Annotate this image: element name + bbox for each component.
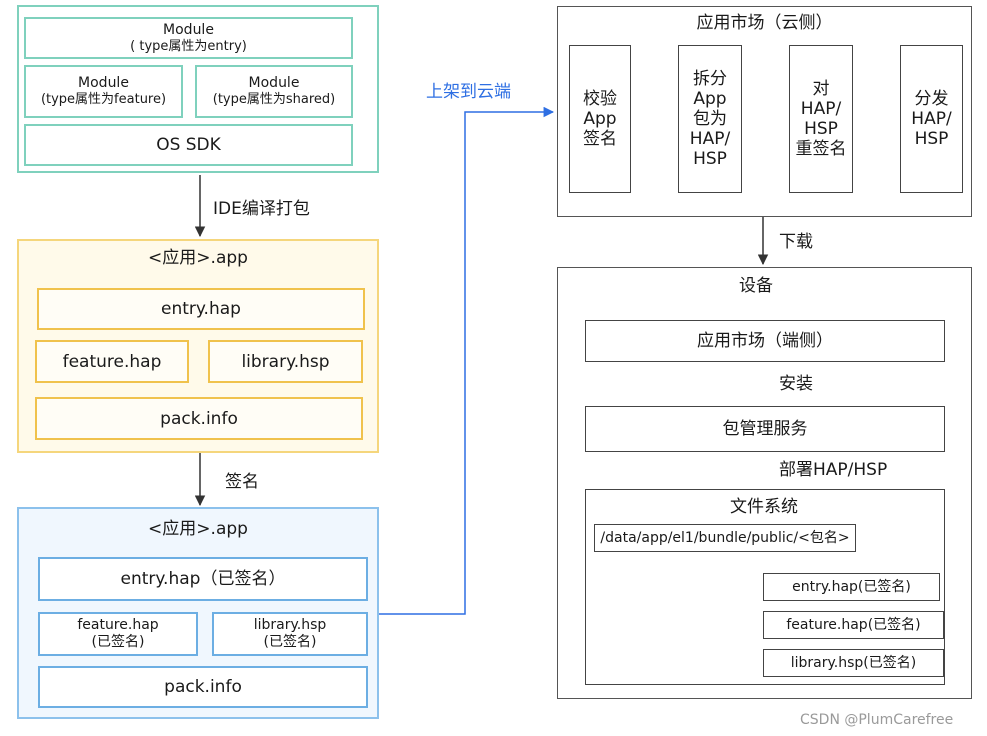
- module-feature-subtitle: (type属性为feature): [40, 92, 167, 107]
- watermark: CSDN @PlumCarefree: [800, 712, 954, 728]
- cloud-step-verify-line: 签名: [583, 129, 617, 149]
- cloud-step-resign: 对 HAP/ HSP 重签名: [789, 45, 853, 193]
- unsigned-entry-hap-label: entry.hap: [161, 299, 241, 319]
- signed-pack-info-box: pack.info: [38, 666, 368, 708]
- cloud-step-resign-line: HSP: [804, 119, 838, 139]
- device-market-box: 应用市场（端侧）: [585, 320, 945, 362]
- unsigned-pack-info-label: pack.info: [160, 408, 238, 429]
- signed-feature-hap-name: feature.hap: [77, 617, 159, 633]
- cloud-step-distribute-line: HAP/: [911, 109, 952, 129]
- signed-entry-hap-box: entry.hap（已签名）: [38, 557, 368, 601]
- cloud-step-distribute-line: HSP: [914, 129, 949, 149]
- publish-arrow: [378, 106, 555, 615]
- module-entry-subtitle: ( type属性为entry): [130, 38, 247, 54]
- compile-step-label: IDE编译打包: [213, 199, 310, 219]
- unsigned-feature-hap-label: feature.hap: [62, 351, 162, 372]
- signed-app-title: <应用>.app: [148, 519, 248, 539]
- file-library-hsp-label: library.hsp(已签名): [790, 654, 917, 671]
- bundle-path-box: /data/app/el1/bundle/public/<包名>: [594, 524, 856, 552]
- cloud-step-split: 拆分 App 包为 HAP/ HSP: [678, 45, 742, 193]
- cloud-step-split-line: 包为: [693, 109, 727, 129]
- sign-step-label: 签名: [225, 472, 259, 492]
- module-feature-box: Module (type属性为feature): [24, 65, 183, 118]
- module-shared-subtitle: (type属性为shared): [212, 92, 336, 107]
- module-entry-box: Module ( type属性为entry): [24, 17, 353, 59]
- unsigned-library-hsp-label: library.hsp: [241, 351, 330, 372]
- cloud-step-split-line: HAP/: [689, 129, 731, 149]
- module-entry-title: Module: [163, 21, 214, 38]
- cloud-step-verify-line: 校验: [583, 89, 617, 109]
- publish-step-label: 上架到云端: [426, 82, 511, 102]
- cloud-step-verify-line: App: [583, 109, 617, 129]
- download-step-label: 下载: [779, 232, 813, 252]
- cloud-market-title: 应用市场（云侧）: [696, 13, 833, 33]
- device-market-label: 应用市场（端侧）: [697, 331, 833, 351]
- device-title: 设备: [739, 276, 773, 296]
- cloud-step-resign-line: 对: [812, 79, 830, 99]
- cloud-step-distribute: 分发 HAP/ HSP: [900, 45, 963, 193]
- unsigned-app-title: <应用>.app: [148, 248, 248, 268]
- os-sdk-box: OS SDK: [24, 124, 353, 166]
- file-entry-hap-label: entry.hap(已签名): [792, 578, 911, 595]
- os-sdk-label: OS SDK: [156, 135, 221, 155]
- signed-feature-hap-note: (已签名): [91, 634, 145, 650]
- module-feature-title: Module: [78, 75, 129, 91]
- cloud-step-split-line: 拆分: [693, 69, 727, 89]
- install-step-label: 安装: [779, 374, 813, 394]
- unsigned-pack-info-box: pack.info: [35, 397, 363, 440]
- cloud-step-split-line: App: [693, 89, 727, 109]
- cloud-step-split-line: HSP: [693, 149, 727, 169]
- cloud-step-distribute-line: 分发: [914, 89, 949, 109]
- file-feature-hap: feature.hap(已签名): [763, 611, 944, 639]
- signed-library-hsp-name: library.hsp: [253, 617, 327, 633]
- unsigned-feature-hap-box: feature.hap: [35, 340, 189, 383]
- file-library-hsp: library.hsp(已签名): [763, 649, 944, 677]
- signed-pack-info-label: pack.info: [164, 677, 242, 697]
- file-system-title: 文件系统: [730, 497, 798, 517]
- bundle-path-label: /data/app/el1/bundle/public/<包名>: [600, 529, 850, 546]
- module-shared-title: Module: [248, 75, 300, 91]
- file-feature-hap-label: feature.hap(已签名): [786, 616, 921, 633]
- module-shared-box: Module (type属性为shared): [195, 65, 353, 118]
- unsigned-entry-hap-box: entry.hap: [37, 288, 365, 330]
- signed-feature-hap-box: feature.hap (已签名): [38, 612, 198, 656]
- deploy-step-label: 部署HAP/HSP: [779, 460, 888, 480]
- signed-entry-hap-label: entry.hap（已签名）: [120, 569, 286, 589]
- bundle-manager-box: 包管理服务: [585, 406, 945, 452]
- bundle-manager-label: 包管理服务: [722, 419, 808, 439]
- cloud-step-resign-line: 重签名: [795, 139, 847, 159]
- cloud-step-verify: 校验 App 签名: [569, 45, 631, 193]
- signed-library-hsp-box: library.hsp (已签名): [212, 612, 368, 656]
- file-entry-hap: entry.hap(已签名): [763, 573, 940, 601]
- cloud-step-resign-line: HAP/: [800, 99, 842, 119]
- unsigned-library-hsp-box: library.hsp: [208, 340, 363, 383]
- signed-library-hsp-note: (已签名): [263, 634, 317, 650]
